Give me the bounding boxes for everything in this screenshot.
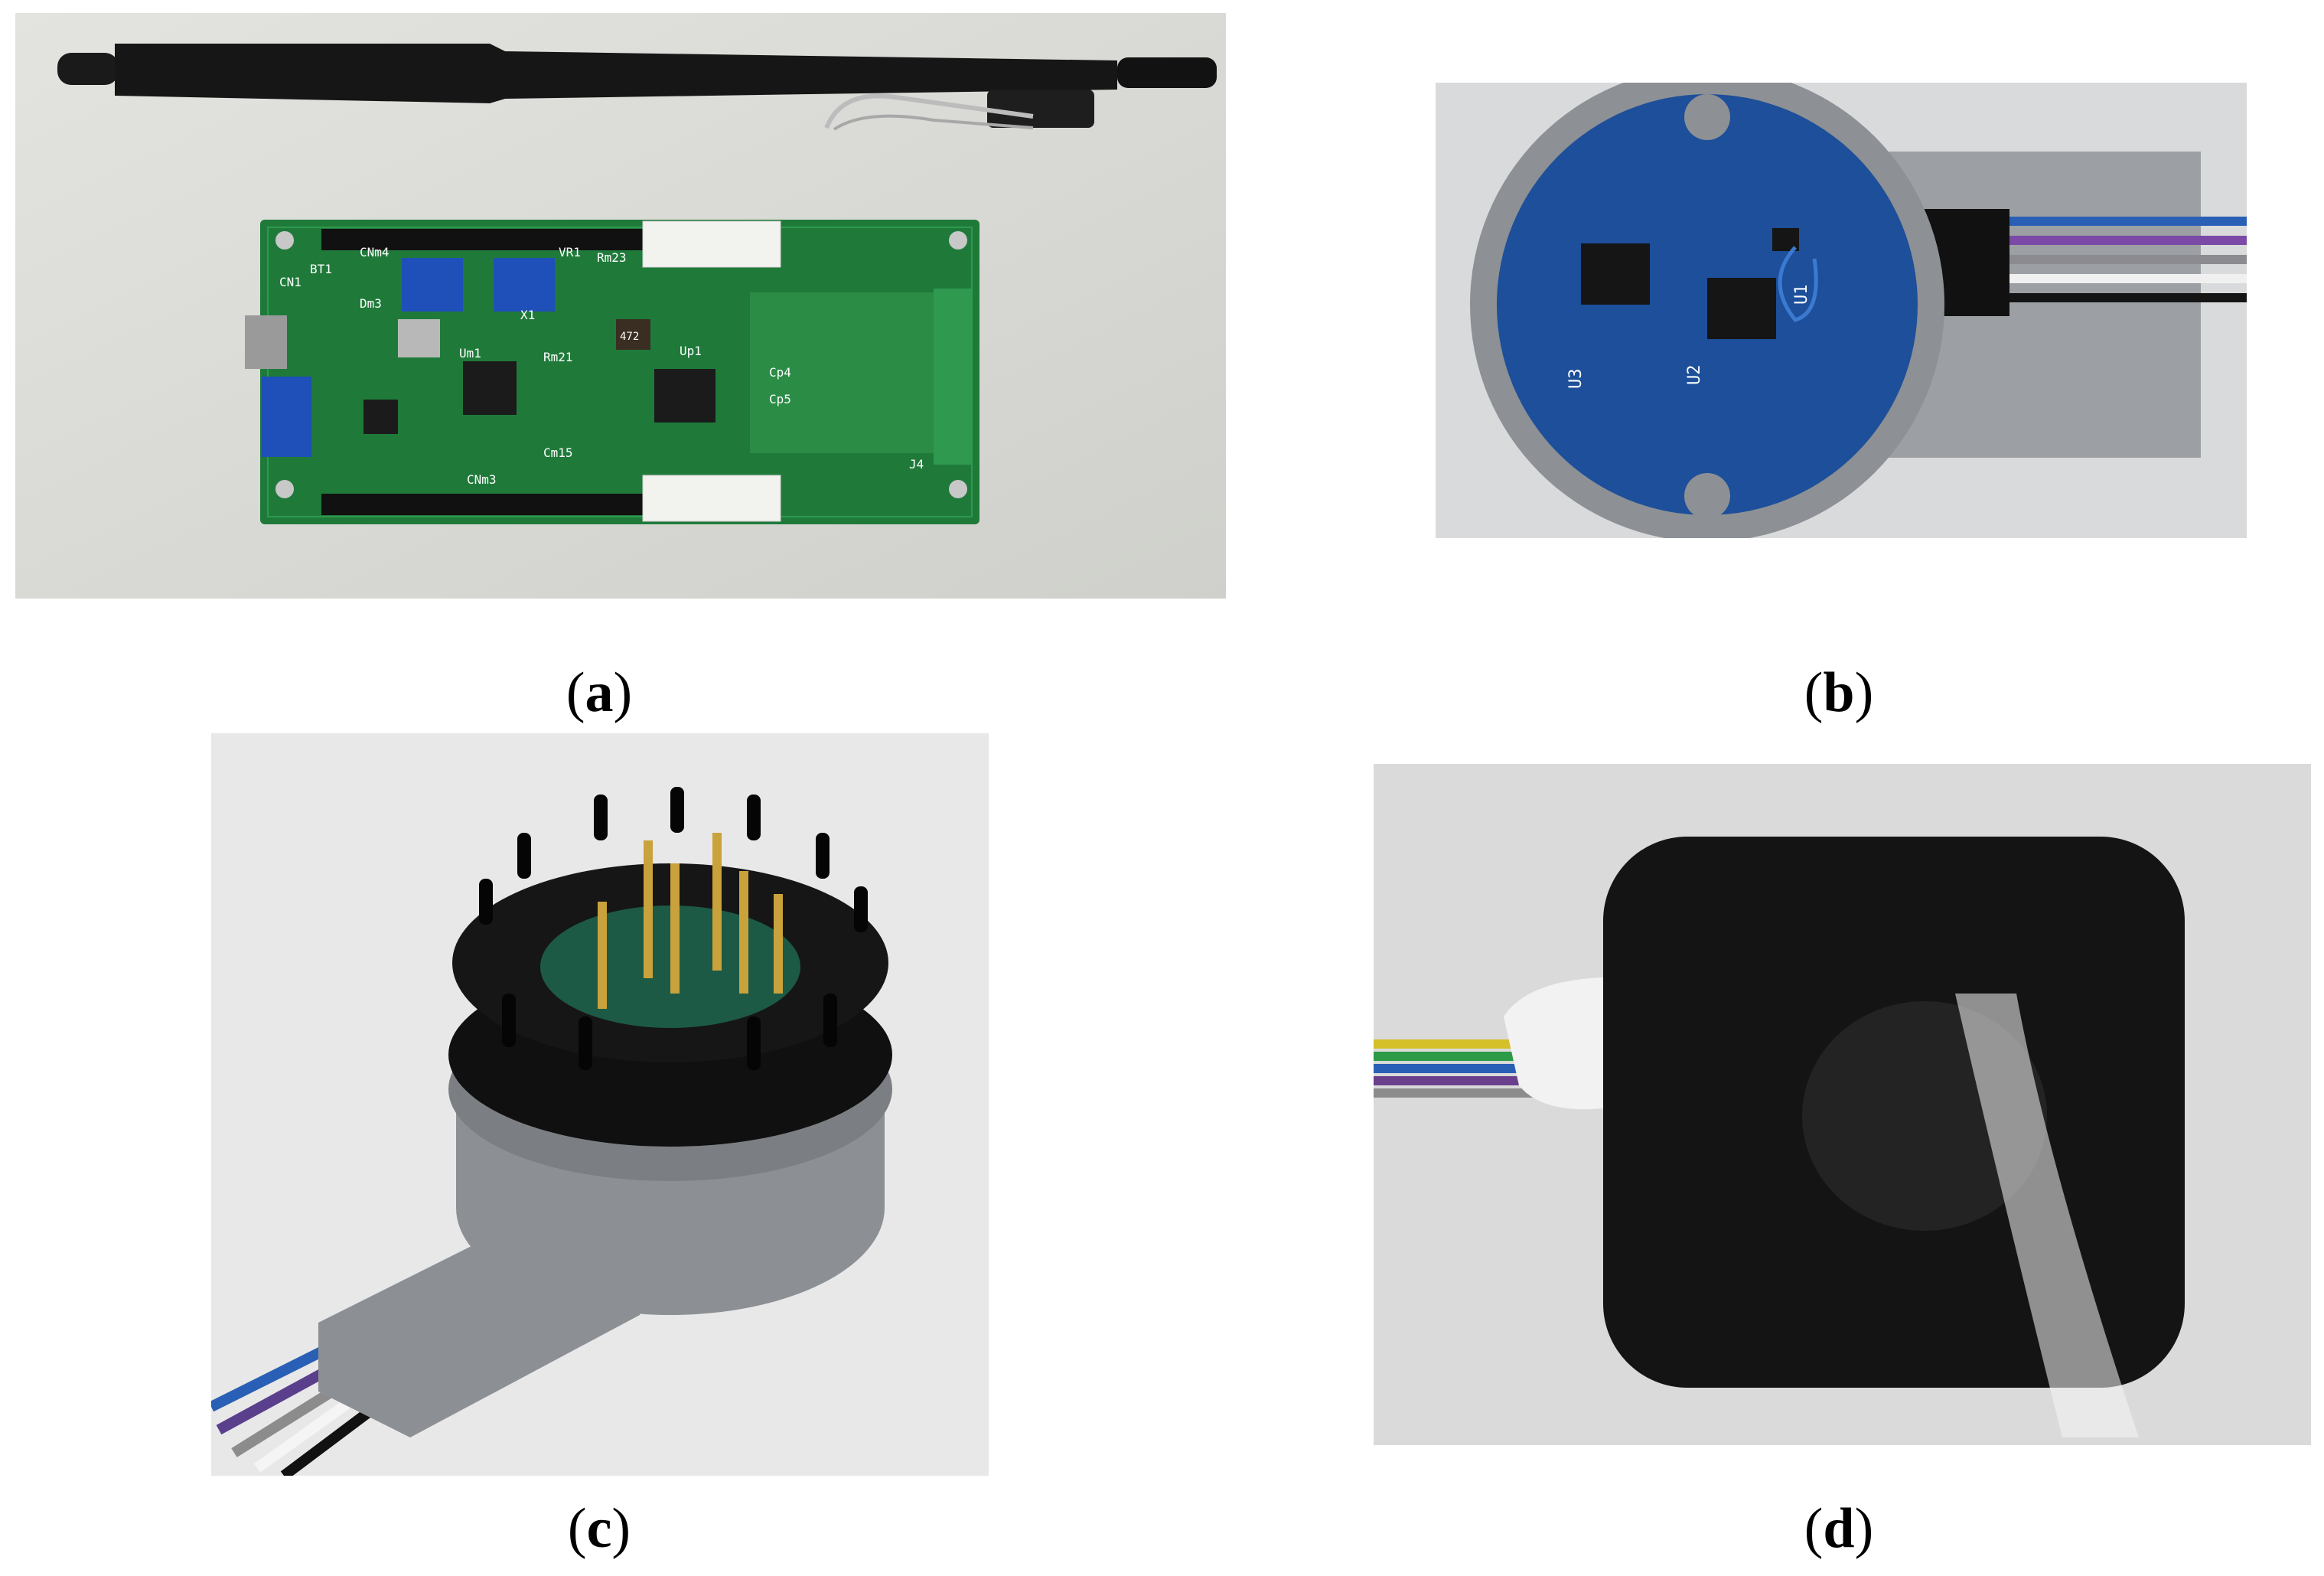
pogo-pins (598, 833, 783, 1009)
pcb-label: Rm23 (597, 250, 627, 265)
pcb-label: 472 (620, 331, 639, 343)
pcb-label: Cp5 (769, 392, 791, 406)
pcb-label: Cm15 (543, 445, 573, 460)
pcb-label: Um1 (459, 346, 481, 361)
pcb-label: BT1 (310, 262, 332, 276)
pcb-label: U3 (1566, 369, 1586, 390)
pad-wires (1374, 1039, 1550, 1098)
caption-b: (b) (1804, 661, 1874, 724)
pcb-label: U1 (1792, 285, 1811, 305)
panel-d-photo (1374, 764, 2311, 1445)
caption-d: (d) (1804, 1497, 1874, 1560)
pcb-label: U2 (1685, 365, 1704, 386)
pcb-label: Rm21 (543, 350, 573, 364)
pcb-label: Cp4 (769, 365, 791, 380)
pcb-label: VR1 (559, 245, 581, 259)
panel-b-photo: U1 U2 U3 (1436, 83, 2247, 538)
caption-a: (a) (566, 661, 633, 724)
caption-c: (c) (567, 1497, 631, 1560)
pcb-label: Dm3 (360, 296, 382, 311)
pcb-label: CNm4 (360, 245, 390, 259)
pcb-label: CN1 (279, 275, 302, 289)
panel-a-photo: CN1 BT1 CNm4 VR1 Rm23 Dm3 X1 Um1 Up1 Cp4… (15, 13, 1226, 599)
pcb-label: CNm3 (467, 472, 497, 487)
pen (57, 44, 1217, 131)
pcb-label: Up1 (680, 344, 702, 358)
pcb-label: X1 (520, 308, 535, 322)
panel-c-photo (211, 733, 989, 1476)
pcb-board: CN1 BT1 CNm4 VR1 Rm23 Dm3 X1 Um1 Up1 Cp4… (245, 220, 979, 524)
pcb-label: J4 (909, 457, 924, 471)
